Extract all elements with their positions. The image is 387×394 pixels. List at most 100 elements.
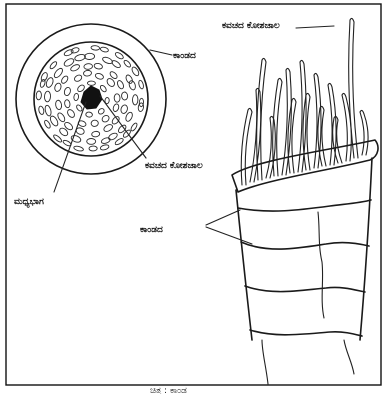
tissue-cell	[95, 72, 105, 80]
tissue-cell	[74, 53, 86, 61]
filament-edge	[364, 114, 368, 155]
trunk-left-edge	[236, 190, 252, 340]
filament-edge	[337, 120, 342, 163]
tissue-cell	[91, 131, 100, 137]
figure-caption: ಚಿತ್ರ : ಕಾಂಡ	[150, 386, 187, 394]
tissue-cell	[49, 61, 58, 70]
filament	[328, 85, 332, 165]
trunk-right-edge	[360, 158, 372, 340]
tissue-cell	[102, 56, 114, 65]
tissue-cell	[112, 103, 119, 112]
tissue-cell	[38, 106, 45, 115]
trunk-segment-2	[241, 242, 369, 249]
tissue-cell	[116, 80, 125, 90]
tissue-cell	[138, 103, 144, 112]
tissue-cell	[58, 127, 69, 138]
filament-edge	[277, 82, 282, 176]
filament-edge	[292, 102, 296, 173]
tissue-cell	[55, 100, 62, 110]
filament-tip	[306, 93, 310, 97]
tissue-cell	[114, 137, 124, 146]
label-outer-tissue: ಕಾಂಡದ	[173, 51, 196, 61]
tissue-cell	[70, 47, 79, 54]
tissue-cell	[84, 63, 93, 69]
tissue-cell	[94, 63, 103, 70]
leader-top-tissue	[296, 26, 334, 28]
tissue-cell	[60, 75, 69, 85]
tissue-cell	[36, 91, 42, 100]
root-strand-left	[262, 340, 268, 384]
tissue-cell	[114, 94, 120, 103]
figure-frame	[6, 4, 381, 385]
filament	[241, 110, 248, 185]
filament-edge	[322, 110, 326, 166]
label-top-tissue: ಕವಚದ ಕೋಶಜಾಲ	[222, 20, 280, 31]
label-stem: ಕಾಂಡದ	[140, 225, 163, 235]
tissue-cell	[120, 104, 128, 114]
tissue-cell	[66, 108, 76, 118]
tissue-cell	[91, 120, 99, 127]
tissue-cell	[64, 99, 71, 108]
leader-stem-a	[206, 210, 240, 225]
tissue-cell	[73, 93, 79, 101]
leader-outer-tissue	[150, 50, 172, 55]
tissue-cell	[99, 84, 107, 92]
trunk-segment-4	[250, 330, 362, 336]
tissue-cell	[101, 114, 111, 123]
tissue-cell	[83, 70, 92, 77]
tissue-cell	[123, 59, 132, 68]
tissue-cell	[87, 81, 95, 85]
tissue-cell	[43, 119, 51, 129]
label-center: ಮಧ್ಯಭಾಗ	[14, 197, 44, 209]
filament-tip	[292, 98, 296, 102]
cross-section: ಕಾಂಡದ ಕವಚದ ಕೋಶಜಾಲ ಮಧ್ಯಭಾಗ	[14, 24, 203, 209]
label-inner-tissue: ಕವಚದ ಕೋಶಜಾಲ	[145, 160, 203, 171]
tissue-cell	[54, 82, 62, 92]
side-view: ಕವಚದ ಕೋಶಜಾಲ ಕಾಂಡದ	[140, 18, 378, 384]
tissue-cell	[100, 144, 110, 151]
tissue-cell	[84, 53, 94, 60]
filament-edge	[353, 22, 358, 158]
tissue-cell	[76, 104, 84, 112]
tissue-cell	[53, 67, 64, 79]
tissue-cell	[132, 95, 138, 105]
tissue-cell	[73, 74, 83, 83]
tissue-cell	[138, 80, 144, 90]
root-strand-right	[344, 340, 354, 374]
filament-edge	[307, 97, 310, 170]
filament	[314, 75, 317, 168]
tissue-cell	[73, 145, 84, 151]
filament-tip	[248, 108, 252, 112]
trunk-joint-line	[318, 212, 324, 318]
tissue-cell	[130, 122, 138, 132]
trunk-segment-3	[245, 286, 365, 292]
tissue-cell	[100, 46, 109, 52]
tissue-cell	[91, 45, 100, 50]
tissue-cell	[107, 132, 118, 141]
filament	[282, 70, 287, 175]
tissue-cell	[63, 121, 74, 131]
tissue-cell	[44, 91, 51, 102]
filament	[342, 95, 347, 161]
tissue-cell	[89, 146, 97, 151]
leader-stem-b	[206, 227, 252, 244]
cross-section-dark-center	[81, 86, 102, 109]
tissue-cell	[101, 137, 111, 145]
tissue-cell	[87, 138, 96, 144]
tissue-cell	[103, 123, 114, 133]
filament	[250, 90, 257, 182]
filaments	[241, 18, 368, 185]
filament	[266, 118, 271, 178]
tissue-cell	[97, 107, 105, 115]
filament	[360, 112, 364, 155]
tissue-cell	[86, 112, 93, 118]
tissue-cell	[121, 92, 128, 100]
tissue-cell	[44, 105, 52, 117]
tissue-cell	[63, 87, 71, 97]
trunk-segment-1	[238, 200, 371, 211]
filament-tip	[262, 58, 266, 62]
filament-tip	[350, 18, 354, 22]
filament-tip	[278, 78, 282, 82]
tissue-cell	[111, 59, 122, 69]
